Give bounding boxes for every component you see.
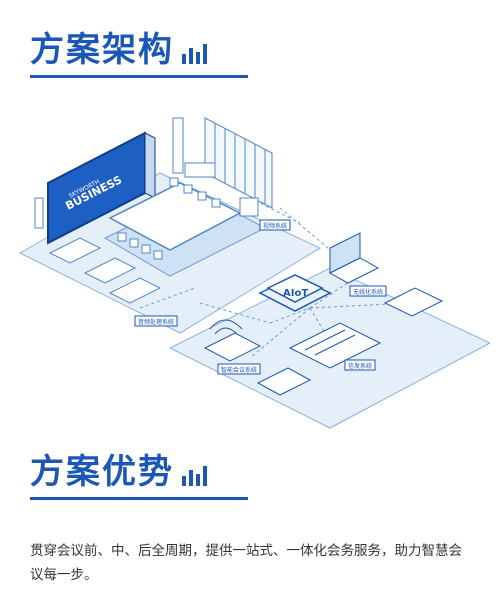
video-device	[184, 162, 216, 178]
label-info: 信发系统	[348, 362, 372, 370]
label-audio: 音频处理系统	[138, 318, 174, 326]
title-underline	[30, 75, 248, 78]
curtain	[204, 117, 273, 209]
label-wireless: 无线化系统	[353, 288, 383, 296]
architecture-heading: 方案架构	[30, 30, 248, 78]
camera-device	[239, 197, 259, 217]
laptop	[328, 232, 380, 284]
architecture-title: 方案架构	[30, 30, 174, 70]
aiot-chip: AIoT	[258, 274, 332, 312]
advantage-title: 方案优势	[30, 452, 174, 492]
bar-chart-icon	[182, 44, 207, 64]
title-underline	[30, 497, 248, 500]
display-screen: SKYWORTH BUSINESS	[47, 131, 156, 245]
wifi-router	[203, 319, 262, 362]
tower-speaker	[172, 117, 184, 174]
label-video: 视频系统	[263, 222, 287, 230]
architecture-diagram: SKYWORTH BUSINESS AIoT	[18, 117, 490, 429]
chip-label: AIoT	[283, 288, 308, 299]
system-labels: 视频系统 无线化系统 智能会议系统 音频处理系统 信发系统	[134, 219, 387, 375]
audio-device-1	[48, 237, 102, 264]
mixer-panel	[288, 322, 382, 369]
bar-chart-icon	[182, 466, 207, 486]
label-smart-control: 智能会议系统	[221, 366, 257, 374]
bottom-device	[256, 367, 312, 396]
chairs	[117, 177, 221, 260]
advantage-description: 贯穿会议前、中、后全周期，提供一站式、一体化会务服务，助力智慧会议每一步。	[30, 542, 462, 583]
speaker-stand	[34, 197, 44, 229]
server-box	[383, 287, 444, 317]
audio-device-3	[108, 277, 162, 304]
advantage-heading: 方案优势	[30, 452, 248, 500]
audio-device-2	[83, 257, 137, 284]
